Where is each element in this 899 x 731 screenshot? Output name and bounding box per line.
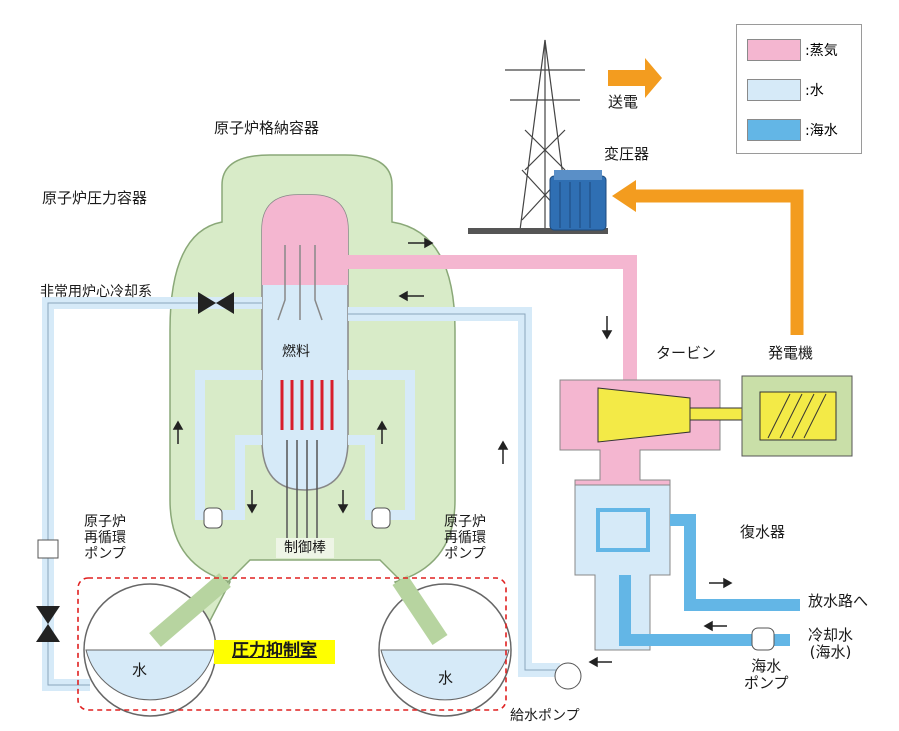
legend-swatch-water bbox=[747, 79, 801, 101]
label-pressure-vessel: 原子炉圧力容器 bbox=[42, 189, 148, 207]
downcomer-right bbox=[392, 575, 448, 645]
suppression-water-left bbox=[85, 649, 215, 701]
label-transformer: 変圧器 bbox=[604, 145, 650, 163]
label-fuel: 燃料 bbox=[282, 344, 310, 360]
suppression-water-right bbox=[380, 649, 510, 701]
label-suppression-chamber: 圧力抑制室 bbox=[214, 640, 335, 664]
label-condenser: 復水器 bbox=[740, 523, 786, 541]
pressure-vessel-steam bbox=[262, 195, 348, 285]
control-rods bbox=[286, 440, 318, 540]
label-water-right: 水 bbox=[438, 669, 454, 687]
recirc-pump-left-icon bbox=[203, 507, 223, 529]
turbine-shaft bbox=[689, 407, 751, 421]
eccs-pump-icon bbox=[37, 539, 59, 559]
main-steam-line bbox=[348, 255, 637, 385]
label-feedwater-pump: 給水ポンプ bbox=[510, 708, 580, 724]
legend-item-seawater: :海水 bbox=[747, 119, 838, 141]
label-transmission: 送電 bbox=[608, 93, 639, 111]
label-generator: 発電機 bbox=[768, 344, 814, 362]
legend-item-steam: :蒸気 bbox=[747, 39, 838, 61]
label-control-rods: 制御棒 bbox=[276, 538, 334, 559]
eccs-valve-icon bbox=[198, 292, 216, 314]
legend-swatch-seawater bbox=[747, 119, 801, 141]
label-recirc-pump-right: 原子炉 再循環 ポンプ bbox=[444, 514, 486, 563]
turbine-rotor bbox=[597, 387, 691, 443]
label-seawater-pump: 海水 ポンプ bbox=[744, 657, 789, 693]
feedwater-pump-icon bbox=[554, 662, 582, 690]
lower-valve-icon bbox=[36, 606, 60, 624]
label-water-left: 水 bbox=[132, 661, 148, 679]
legend-label-seawater: :海水 bbox=[805, 123, 838, 139]
generator-arrow-head bbox=[612, 180, 636, 212]
label-eccs: 非常用炉心冷却系 bbox=[40, 284, 152, 300]
label-cooling-water: 冷却水 (海水) bbox=[808, 626, 854, 662]
label-recirc-pump-left: 原子炉 再循環 ポンプ bbox=[84, 514, 126, 563]
downcomer-left bbox=[149, 573, 231, 647]
fuel-rods bbox=[280, 380, 334, 430]
legend-label-steam: :蒸気 bbox=[805, 43, 838, 59]
generator-core bbox=[759, 391, 837, 441]
legend-swatch-steam bbox=[747, 39, 801, 61]
label-containment-vessel: 原子炉格納容器 bbox=[214, 119, 320, 137]
suppression-highlight-box bbox=[77, 577, 507, 711]
recirc-pump-right-icon bbox=[371, 507, 391, 529]
seawater-in-line bbox=[619, 575, 790, 646]
flow-arrows bbox=[172, 237, 733, 668]
label-to-discharge: 放水路へ bbox=[808, 592, 869, 610]
transformer-icon bbox=[549, 170, 607, 231]
legend-item-water: :水 bbox=[747, 79, 824, 101]
steam-separators bbox=[277, 245, 323, 321]
transformer-platform bbox=[468, 228, 608, 234]
power-out-arrow bbox=[608, 58, 662, 98]
seawater-pump-icon bbox=[751, 627, 775, 651]
generator-to-transformer-arrow bbox=[628, 189, 804, 335]
legend-label-water: :水 bbox=[805, 83, 824, 99]
seawater-out-line bbox=[670, 514, 800, 611]
label-turbine: タービン bbox=[656, 344, 717, 362]
condenser-tubes bbox=[596, 508, 650, 552]
legend: :蒸気 :水 :海水 bbox=[736, 24, 862, 154]
